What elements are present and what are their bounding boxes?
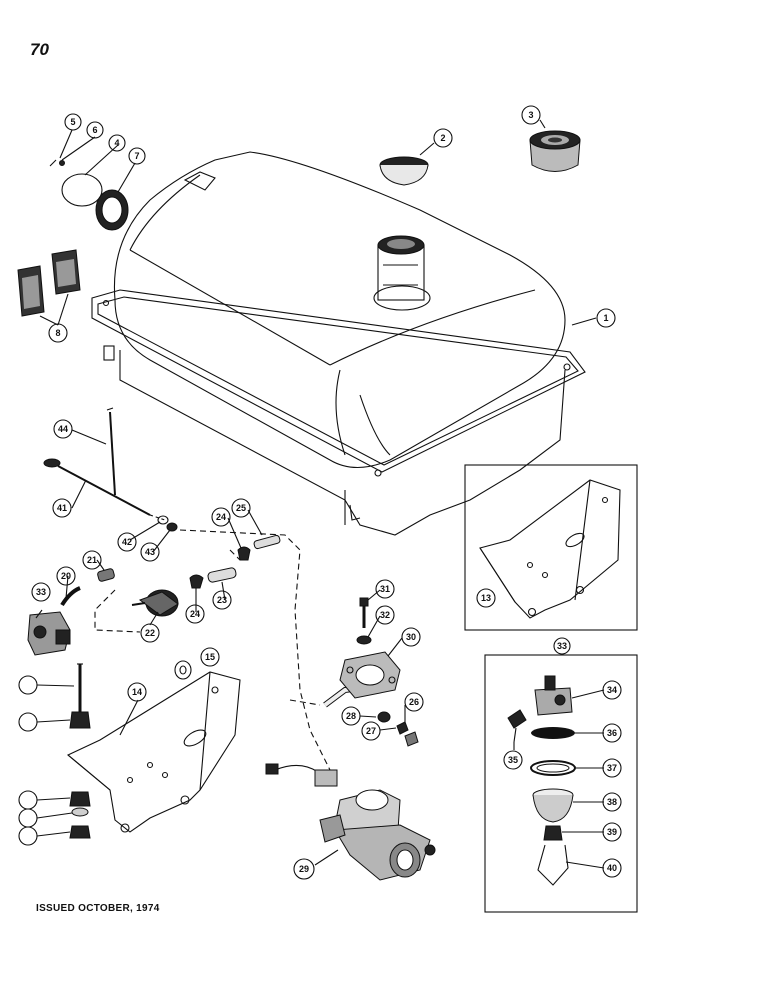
callout-34: 34: [602, 680, 622, 700]
callout-3: 3: [521, 105, 541, 125]
svg-text:42: 42: [122, 537, 132, 547]
svg-text:24: 24: [190, 609, 200, 619]
callout-29: 29: [293, 858, 315, 880]
svg-text:8: 8: [55, 328, 60, 338]
svg-text:31: 31: [380, 584, 390, 594]
svg-text:14: 14: [132, 687, 142, 697]
callout-22: 22: [140, 623, 160, 643]
svg-text:22: 22: [145, 628, 155, 638]
callout-33-inset: 33: [553, 637, 571, 655]
callout-33-left: 33: [31, 582, 51, 602]
callout-38: 38: [602, 792, 622, 812]
fuel-tank: [91, 151, 586, 536]
callout-32: 32: [375, 605, 395, 625]
svg-text:1: 1: [603, 313, 608, 323]
svg-text:44: 44: [58, 424, 68, 434]
filter-pads: [17, 249, 81, 317]
inline-fuel-filter: [131, 589, 179, 617]
svg-text:28: 28: [346, 711, 356, 721]
callout-5: 5: [64, 113, 82, 131]
callout-41: 41: [52, 498, 72, 518]
washer: [174, 660, 192, 680]
svg-text:37: 37: [607, 763, 617, 773]
carburetor-mount-hardware: [339, 597, 401, 699]
svg-text:39: 39: [607, 827, 617, 837]
callout-2: 2: [433, 128, 453, 148]
callout-36: 36: [602, 723, 622, 743]
sediment-bowl-inset-box: [484, 654, 638, 913]
callout-40: 40: [602, 858, 622, 878]
callout-27: 27: [361, 721, 381, 741]
callout-42: 42: [117, 532, 137, 552]
callout-39: 39: [602, 822, 622, 842]
carburetor: [265, 763, 436, 881]
svg-text:26: 26: [409, 697, 419, 707]
svg-text:15: 15: [205, 652, 215, 662]
svg-text:33: 33: [557, 641, 567, 651]
svg-text:20: 20: [61, 571, 71, 581]
fuel-shutoff-valve: [27, 611, 71, 656]
svg-text:7: 7: [134, 151, 139, 161]
svg-text:27: 27: [366, 726, 376, 736]
callout-23: 23: [212, 590, 232, 610]
callout-14: 14: [127, 682, 147, 702]
svg-text:2: 2: [440, 133, 445, 143]
svg-text:43: 43: [145, 547, 155, 557]
svg-text:6: 6: [92, 125, 97, 135]
mounting-bracket: [66, 671, 241, 833]
callout-20: 20: [56, 566, 76, 586]
callout-43: 43: [140, 542, 160, 562]
callout-13: 13: [476, 588, 496, 608]
svg-text:35: 35: [508, 755, 518, 765]
cut-callouts-left-edge: [18, 675, 75, 846]
callout-1: 1: [596, 308, 616, 328]
svg-text:36: 36: [607, 728, 617, 738]
callout-6: 6: [86, 121, 104, 139]
callout-7: 7: [128, 147, 146, 165]
bracket-inset-box: [464, 464, 638, 631]
svg-text:30: 30: [406, 632, 416, 642]
svg-text:29: 29: [299, 864, 309, 874]
callout-21: 21: [82, 550, 102, 570]
callout-37: 37: [602, 758, 622, 778]
filler-neck: [373, 235, 431, 311]
svg-text:40: 40: [607, 863, 617, 873]
callout-24-lower: 24: [185, 604, 205, 624]
callout-24-upper: 24: [211, 507, 231, 527]
tank-cap: [379, 156, 429, 186]
callout-4: 4: [108, 134, 126, 152]
callout-25: 25: [231, 498, 251, 518]
callout-26: 26: [404, 692, 424, 712]
callout-44: 44: [53, 419, 73, 439]
svg-text:3: 3: [528, 110, 533, 120]
callout-31: 31: [375, 579, 395, 599]
leader-lines: [35, 119, 605, 869]
mounting-hardware-left: [69, 663, 91, 839]
callout-28: 28: [341, 706, 361, 726]
svg-text:41: 41: [57, 503, 67, 513]
svg-text:32: 32: [380, 610, 390, 620]
carburetor-fittings: [377, 711, 419, 747]
page-number: 70: [30, 40, 49, 59]
svg-text:34: 34: [607, 685, 617, 695]
svg-text:25: 25: [236, 503, 246, 513]
fuel-lines: [60, 529, 361, 771]
svg-text:24: 24: [216, 512, 226, 522]
svg-text:4: 4: [114, 138, 119, 148]
issue-date-footer: ISSUED OCTOBER, 1974: [36, 903, 160, 914]
callout-8: 8: [48, 323, 68, 343]
svg-text:13: 13: [481, 593, 491, 603]
gauge-rod-parts: [43, 407, 178, 532]
svg-text:21: 21: [87, 555, 97, 565]
callout-35: 35: [503, 750, 523, 770]
svg-text:33: 33: [36, 587, 46, 597]
svg-text:23: 23: [217, 595, 227, 605]
callout-15: 15: [200, 647, 220, 667]
callout-30: 30: [401, 627, 421, 647]
svg-text:38: 38: [607, 797, 617, 807]
vented-cap: [529, 130, 581, 172]
svg-text:5: 5: [70, 117, 75, 127]
sender-plate-parts: [49, 159, 129, 231]
